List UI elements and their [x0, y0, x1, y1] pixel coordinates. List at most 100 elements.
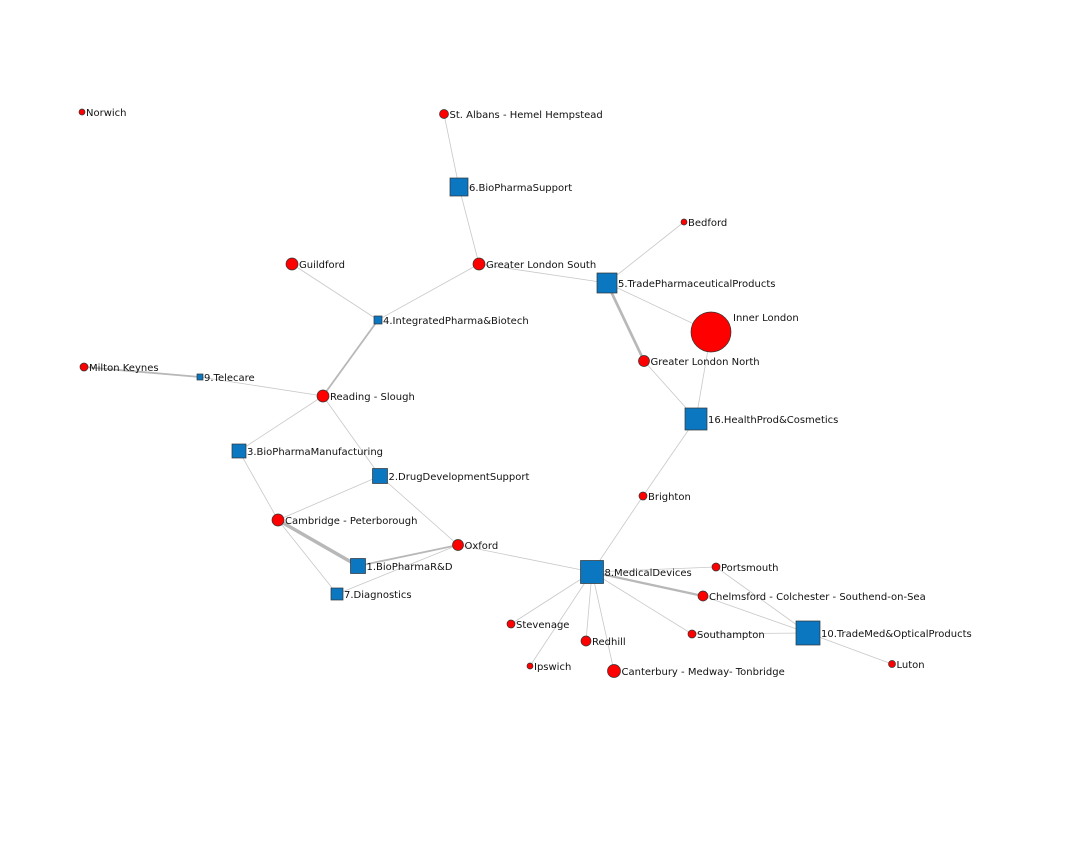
node-label: Ipswich	[534, 662, 571, 673]
node-label: Reading - Slough	[330, 392, 415, 403]
node-s9[interactable]: 9.Telecare	[196, 373, 255, 384]
node-label: 9.Telecare	[204, 373, 255, 384]
edge-s16-brighton	[642, 418, 697, 497]
edge-s8-ipswich	[529, 571, 593, 667]
edge-s2-cambridge	[277, 475, 381, 521]
edge-stalbans-s6	[443, 113, 460, 188]
region-circle-marker[interactable]	[638, 355, 650, 367]
node-s4[interactable]: 4.IntegratedPharma&Biotech	[373, 315, 529, 327]
edge-oxford-s7	[336, 544, 459, 595]
node-s1[interactable]: 1.BioPharmaR&D	[350, 558, 453, 574]
node-bedford[interactable]: Bedford	[680, 218, 727, 229]
edge-s8-portsmouth	[591, 566, 717, 573]
node-label: Norwich	[86, 108, 127, 119]
edge-s8-stevenage	[510, 571, 593, 625]
region-circle-marker[interactable]	[79, 362, 89, 372]
node-s16[interactable]: 16.HealthProd&Cosmetics	[684, 407, 838, 431]
region-circle-marker[interactable]	[316, 389, 330, 403]
node-chelmsford[interactable]: Chelmsford - Colchester - Southend-on-Se…	[697, 590, 926, 603]
node-s10[interactable]: 10.TradeMed&OpticalProducts	[795, 620, 972, 646]
region-circle-marker[interactable]	[607, 664, 621, 678]
region-circle-marker[interactable]	[526, 662, 534, 670]
node-ipswich[interactable]: Ipswich	[526, 662, 571, 673]
node-cambridge[interactable]: Cambridge - Peterborough	[271, 513, 417, 527]
edge-cambridge-s7	[277, 519, 338, 595]
node-gls[interactable]: Greater London South	[472, 257, 596, 271]
node-portsmouth[interactable]: Portsmouth	[711, 562, 779, 574]
edge-s8-chelmsford	[591, 570, 704, 598]
edge-s8-canterbury	[591, 571, 615, 672]
node-s6[interactable]: 6.BioPharmaSupport	[449, 177, 572, 197]
edge-reading-s2	[322, 395, 381, 477]
node-s7[interactable]: 7.Diagnostics	[330, 587, 412, 601]
node-s8[interactable]: 8.MedicalDevices	[580, 560, 692, 584]
node-layer: Norwich St. Albans - Hemel Hempstead 6.Bio…	[78, 108, 972, 679]
node-southampton[interactable]: Southampton	[687, 629, 765, 641]
node-label: Milton Keynes	[89, 363, 159, 374]
node-redhill[interactable]: Redhill	[580, 635, 626, 648]
edge-reading-s3	[238, 395, 324, 452]
region-circle-marker[interactable]	[888, 660, 896, 668]
node-label: Cambridge - Peterborough	[285, 516, 417, 527]
edge-guildford-s4	[291, 263, 379, 321]
node-label: Bedford	[688, 218, 727, 229]
sector-square-marker[interactable]	[684, 407, 708, 431]
region-circle-marker[interactable]	[439, 109, 449, 119]
sector-square-marker[interactable]	[231, 443, 247, 459]
node-label: 7.Diagnostics	[344, 590, 412, 601]
edge-gls-s4	[377, 263, 480, 321]
sector-square-marker[interactable]	[330, 587, 344, 601]
node-reading[interactable]: Reading - Slough	[316, 389, 415, 403]
region-circle-marker[interactable]	[78, 108, 86, 116]
edge-s5-bedford	[606, 221, 685, 284]
sector-square-marker[interactable]	[580, 560, 604, 584]
region-circle-marker[interactable]	[697, 590, 709, 602]
node-label: Chelmsford - Colchester - Southend-on-Se…	[709, 592, 926, 603]
region-circle-marker[interactable]	[472, 257, 486, 271]
region-circle-marker[interactable]	[638, 491, 648, 501]
node-s2[interactable]: 2.DrugDevelopmentSupport	[372, 468, 530, 484]
node-label: Canterbury - Medway- Tonbridge	[622, 667, 785, 678]
region-circle-marker[interactable]	[680, 218, 688, 226]
region-circle-marker[interactable]	[711, 562, 721, 572]
node-label: Portsmouth	[721, 563, 779, 574]
region-circle-marker[interactable]	[580, 635, 592, 647]
edge-brighton-s8	[591, 495, 644, 573]
node-oxford[interactable]: Oxford	[452, 539, 499, 553]
sector-square-marker[interactable]	[196, 373, 204, 381]
sector-square-marker[interactable]	[596, 272, 618, 294]
edge-s8-southampton	[591, 571, 693, 635]
node-inner[interactable]: Inner London	[690, 311, 799, 353]
region-circle-marker[interactable]	[452, 539, 464, 551]
node-s5[interactable]: 5.TradePharmaceuticalProducts	[596, 272, 776, 294]
node-label: Brighton	[648, 492, 691, 503]
node-gln[interactable]: Greater London North	[638, 355, 760, 369]
edge-chelmsford-s10	[702, 595, 809, 634]
node-norwich[interactable]: Norwich	[78, 108, 127, 119]
node-s3[interactable]: 3.BioPharmaManufacturing	[231, 443, 383, 459]
node-label: 16.HealthProd&Cosmetics	[708, 415, 838, 426]
node-canterbury[interactable]: Canterbury - Medway- Tonbridge	[607, 664, 785, 679]
node-stalbans[interactable]: St. Albans - Hemel Hempstead	[439, 109, 603, 122]
node-luton[interactable]: Luton	[888, 660, 925, 671]
region-circle-marker[interactable]	[271, 513, 285, 527]
node-label: St. Albans - Hemel Hempstead	[450, 110, 603, 121]
region-circle-marker[interactable]	[506, 619, 516, 629]
edge-oxford-s1	[357, 544, 459, 567]
sector-square-marker[interactable]	[795, 620, 821, 646]
sector-square-marker[interactable]	[350, 558, 366, 574]
node-brighton[interactable]: Brighton	[638, 491, 691, 503]
sector-square-marker[interactable]	[372, 468, 388, 484]
edge-portsmouth-s10	[715, 566, 809, 634]
node-label: Inner London	[733, 313, 799, 324]
sector-square-marker[interactable]	[449, 177, 469, 197]
node-stevenage[interactable]: Stevenage	[506, 619, 569, 631]
region-circle-marker[interactable]	[687, 629, 697, 639]
node-guildford[interactable]: Guildford	[285, 257, 345, 271]
edge-s3-cambridge	[238, 450, 279, 521]
region-circle-marker[interactable]	[690, 311, 732, 353]
region-circle-marker[interactable]	[285, 257, 299, 271]
sector-square-marker[interactable]	[373, 315, 383, 325]
node-mk[interactable]: Milton Keynes	[79, 362, 159, 374]
node-label: Greater London South	[486, 260, 596, 271]
